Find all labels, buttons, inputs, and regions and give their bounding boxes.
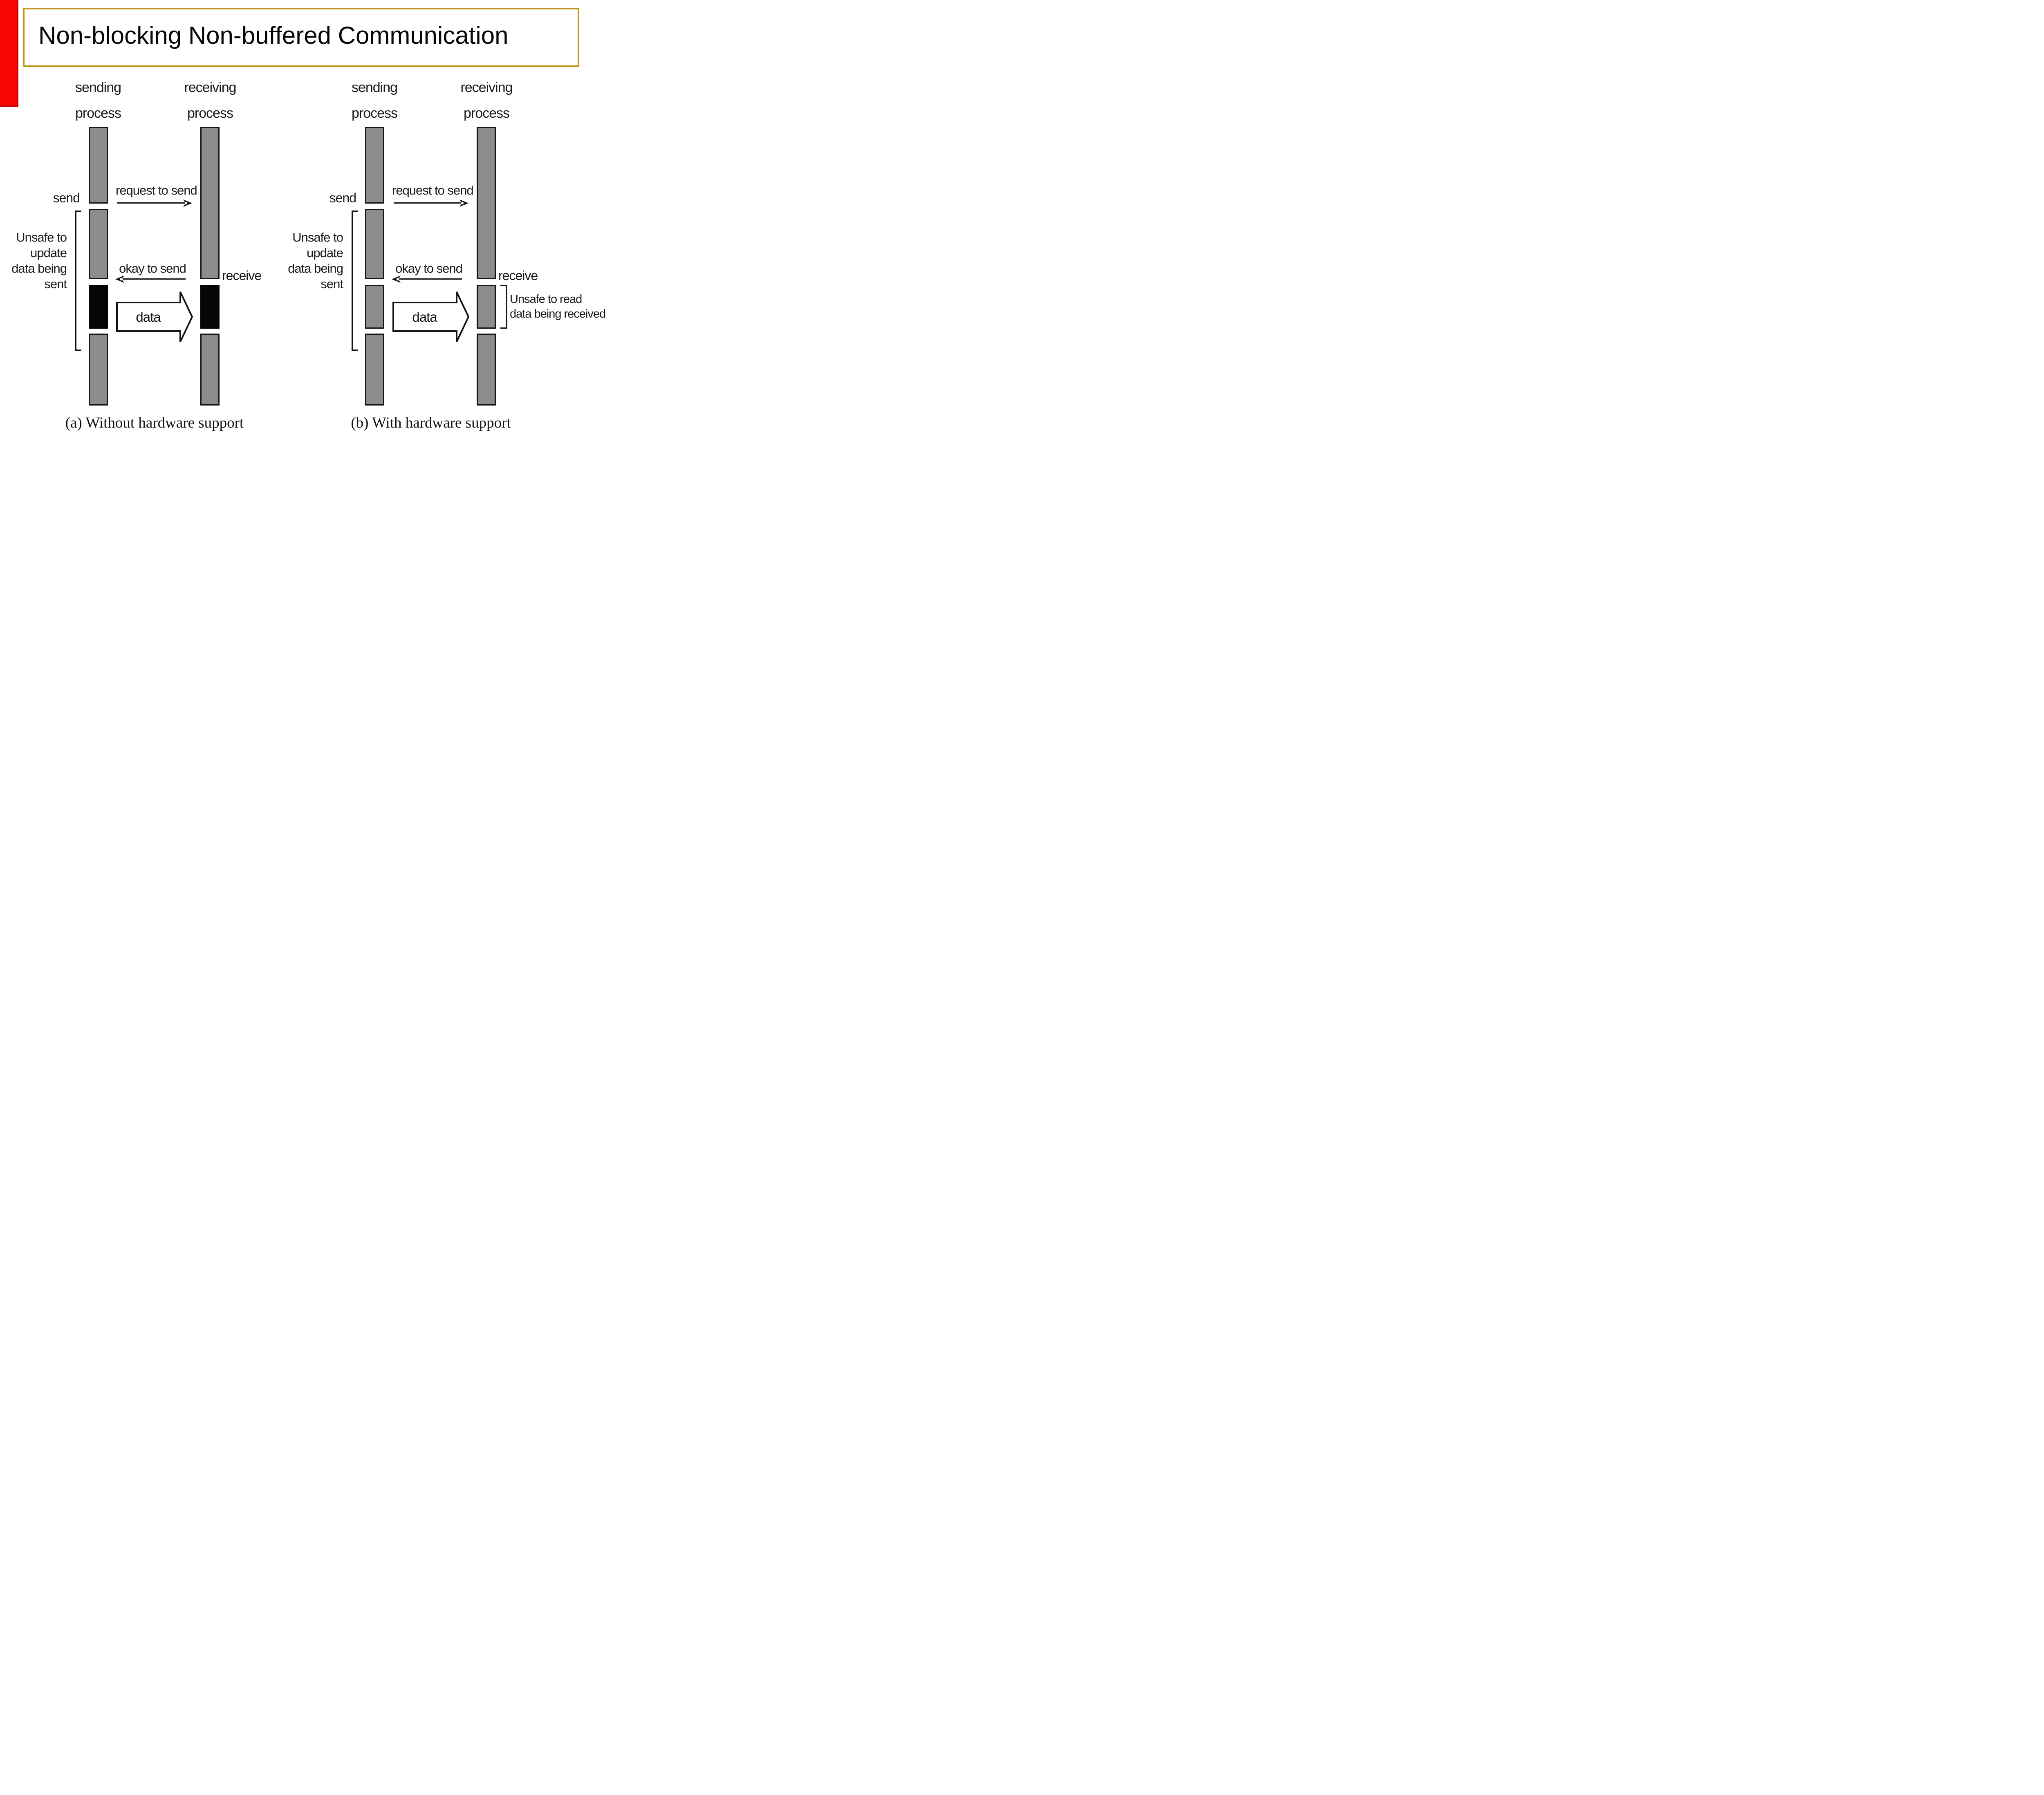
data-arrow-label: data [412,309,437,325]
unsafe-bracket-tick [352,211,358,212]
okay-to-send-label: okay to send [119,261,186,276]
sending-timeline-bar [365,127,384,406]
unsafe-bracket [352,211,353,351]
timeline-segment [89,209,108,279]
timeline-segment [89,334,108,406]
receiving-process-label: receiving process [460,80,513,121]
receiving-timeline-bar [477,127,496,406]
okay-to-send-line [120,278,186,280]
unsafe-read-bracket [506,285,507,329]
unsafe-read-bracket-tick [500,285,507,286]
timeline-segment [477,334,496,406]
arrowhead-right-icon [183,199,192,207]
arrowhead-left-icon [115,276,124,283]
unsafe-to-read-label: Unsafe to read data being received [510,293,606,320]
timeline-segment [477,127,496,279]
data-block-arrow [116,291,193,342]
receive-event-label: receive [222,268,262,283]
okay-to-send-label: okay to send [395,261,463,276]
page-title: Non-blocking Non-buffered Communication [38,22,509,49]
send-event-label: send [329,190,356,205]
timeline-segment-busy [200,285,220,329]
request-to-send-line [117,202,185,204]
slide-canvas: Non-blocking Non-buffered Communication … [0,0,607,449]
unsafe-bracket-tick [75,211,81,212]
receiving-timeline-bar [200,127,220,406]
unsafe-bracket-tick [352,350,358,351]
timeline-segment [365,334,384,406]
unsafe-read-bracket-tick [500,327,507,329]
diagram-with-hardware-support: sending process receiving process send r… [276,0,607,449]
data-arrow-label: data [136,309,161,325]
send-event-label: send [53,190,80,205]
sending-process-label: sending process [75,80,121,121]
accent-bar [0,0,18,107]
timeline-segment [365,285,384,329]
timeline-segment-busy [89,285,108,329]
request-to-send-label: request to send [392,183,474,197]
timeline-segment [477,285,496,329]
sending-timeline-bar [89,127,108,406]
timeline-segment [200,127,220,279]
timeline-segment [365,127,384,204]
caption-a: (a) Without hardware support [65,415,244,431]
unsafe-to-update-label: Unsafe to update data being sent [11,230,67,291]
title-box: Non-blocking Non-buffered Communication [23,8,579,67]
unsafe-bracket-tick [75,350,81,351]
arrowhead-left-icon [392,276,401,283]
timeline-segment [200,334,220,406]
timeline-segment [365,209,384,279]
okay-to-send-line [397,278,462,280]
receive-event-label: receive [498,268,538,283]
data-block-arrow [392,291,470,342]
caption-b: (b) With hardware support [351,415,511,431]
receiving-process-label: receiving process [184,80,236,121]
unsafe-bracket [75,211,76,351]
diagram-without-hardware-support: sending process receiving process send r… [0,0,335,449]
timeline-segment [89,127,108,204]
request-to-send-line [394,202,462,204]
request-to-send-label: request to send [116,183,197,197]
unsafe-to-update-label: Unsafe to update data being sent [288,230,343,291]
sending-process-label: sending process [351,80,398,121]
arrowhead-right-icon [459,199,468,207]
